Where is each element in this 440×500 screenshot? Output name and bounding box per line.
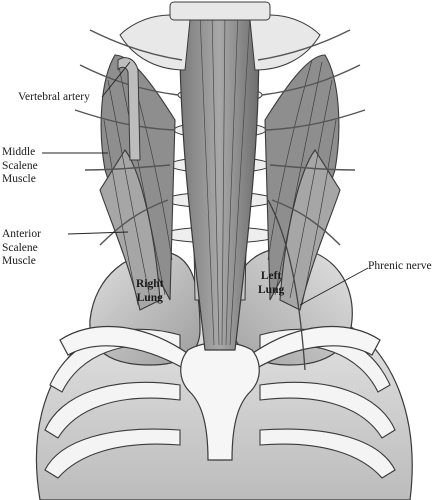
label-right-lung-line-2: Lung bbox=[136, 291, 163, 304]
leader-phrenic-nerve bbox=[299, 267, 369, 306]
label-anterior-scalene-line-3: Muscle bbox=[2, 255, 36, 267]
leader-lines bbox=[42, 61, 369, 306]
skull-base bbox=[119, 1, 321, 71]
label-left-lung-line-1: Left bbox=[260, 270, 282, 282]
label-middle-scalene-line-2: Scalene bbox=[2, 159, 38, 172]
nerve-roots bbox=[74, 29, 366, 246]
manubrium bbox=[180, 341, 260, 461]
label-middle-scalene-line-3: Muscle bbox=[2, 173, 36, 185]
leader-vertebral-artery bbox=[101, 61, 131, 98]
label-middle-scalene: Middle Scalene Muscle bbox=[2, 146, 38, 187]
right-scalene-muscles bbox=[99, 54, 176, 311]
label-vertebral-artery: Vertebral artery bbox=[18, 91, 90, 103]
label-left-lung: Left Lung bbox=[258, 270, 284, 297]
sternum-clavicles bbox=[59, 325, 381, 461]
label-anterior-scalene-line-2: Scalene bbox=[2, 241, 38, 254]
label-middle-scalene-line-1: Middle bbox=[2, 146, 36, 158]
label-right-lung-line-1: Right bbox=[136, 278, 164, 290]
leader-anterior-scalene bbox=[67, 231, 129, 235]
label-anterior-scalene-line-1: Anterior bbox=[2, 228, 41, 240]
label-phrenic-nerve: Phrenic nerve bbox=[368, 260, 432, 272]
phrenic-nerve bbox=[267, 199, 306, 371]
label-anterior-scalene: Anterior Scalene Muscle bbox=[2, 228, 41, 269]
label-right-lung: Right Lung bbox=[136, 278, 163, 305]
left-scalene-muscles bbox=[264, 54, 341, 311]
central-muscles bbox=[179, 8, 260, 351]
vertebral-artery bbox=[117, 57, 141, 161]
label-left-lung-line-2: Lung bbox=[258, 283, 285, 296]
